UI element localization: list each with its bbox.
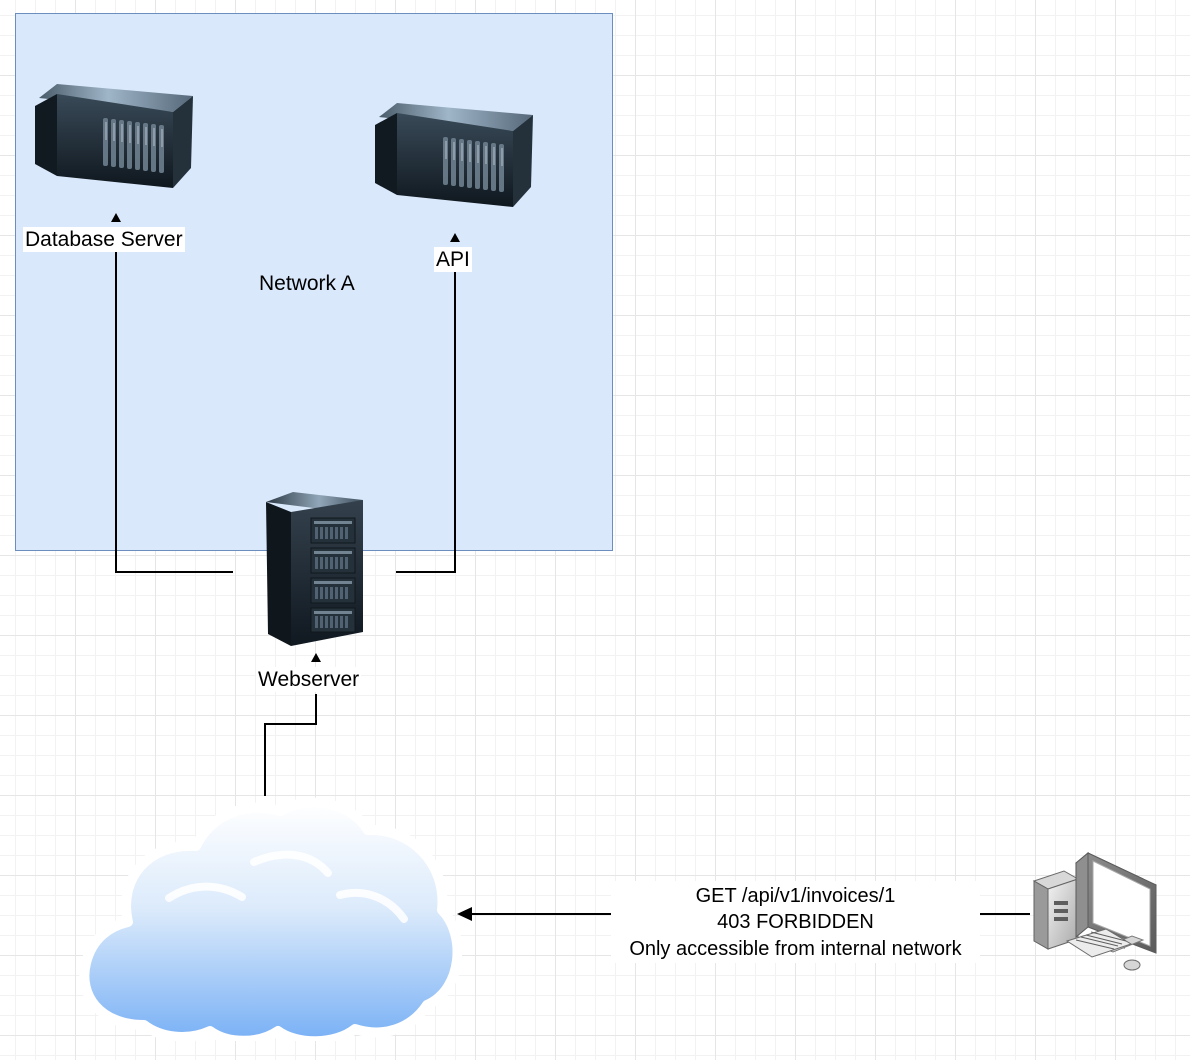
desktop-computer-icon [1032,851,1157,971]
client-to-internet-edge [457,907,1030,921]
webserver-to-api-edge [396,233,460,573]
request-method-path: GET /api/v1/invoices/1 [695,885,896,907]
webserver-node[interactable] [263,490,366,652]
cloud-icon [79,797,463,1047]
rack-server-icon [35,84,193,188]
tower-server-icon [266,492,363,646]
response-status: 403 FORBIDDEN [717,911,874,934]
api-node[interactable] [373,97,535,207]
webserver-to-database-edge [111,213,233,573]
internet-node[interactable] [74,793,463,1047]
api-label: API [434,247,472,273]
database-server-node[interactable] [33,78,195,188]
network-a-label: Network A [259,272,355,295]
client-node[interactable] [1030,851,1160,976]
request-edge-label: GET /api/v1/invoices/1 403 FORBIDDEN Onl… [611,881,980,964]
rack-server-icon [375,103,533,207]
webserver-label: Webserver [256,667,362,693]
internet-to-webserver-edge [264,653,321,796]
database-server-label: Database Server [23,227,185,253]
response-note: Only accessible from internal network [629,937,962,960]
